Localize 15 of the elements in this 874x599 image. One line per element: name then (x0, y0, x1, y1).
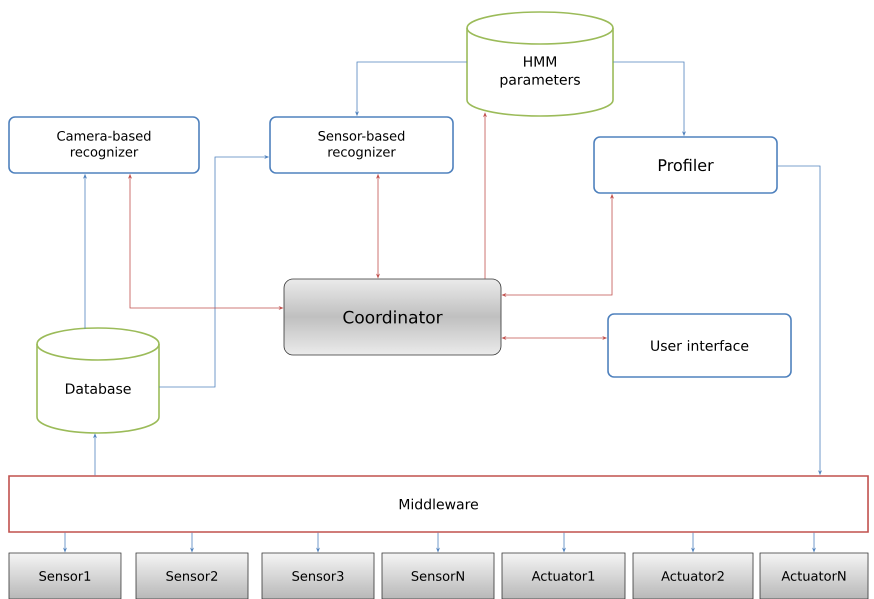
coordinator-box: Coordinator (284, 278, 502, 356)
node-label: Database (66, 383, 131, 394)
middleware-bar: Middleware (8, 475, 869, 533)
device-box: Actuator1 (502, 552, 626, 599)
device-box: SensorN (382, 552, 494, 599)
device-box: ActuatorN (760, 552, 868, 599)
device-box: Actuator2 (632, 552, 754, 599)
process-box: User interface (607, 313, 792, 378)
process-box: Camera-based recognizer (8, 116, 200, 174)
process-box: Profiler (593, 136, 778, 194)
device-box: Sensor2 (136, 552, 248, 599)
device-box: Sensor1 (8, 552, 122, 599)
process-box: Sensor-based recognizer (269, 116, 454, 174)
node-label: HMM parameters (500, 56, 580, 88)
device-box: Sensor3 (262, 552, 374, 599)
